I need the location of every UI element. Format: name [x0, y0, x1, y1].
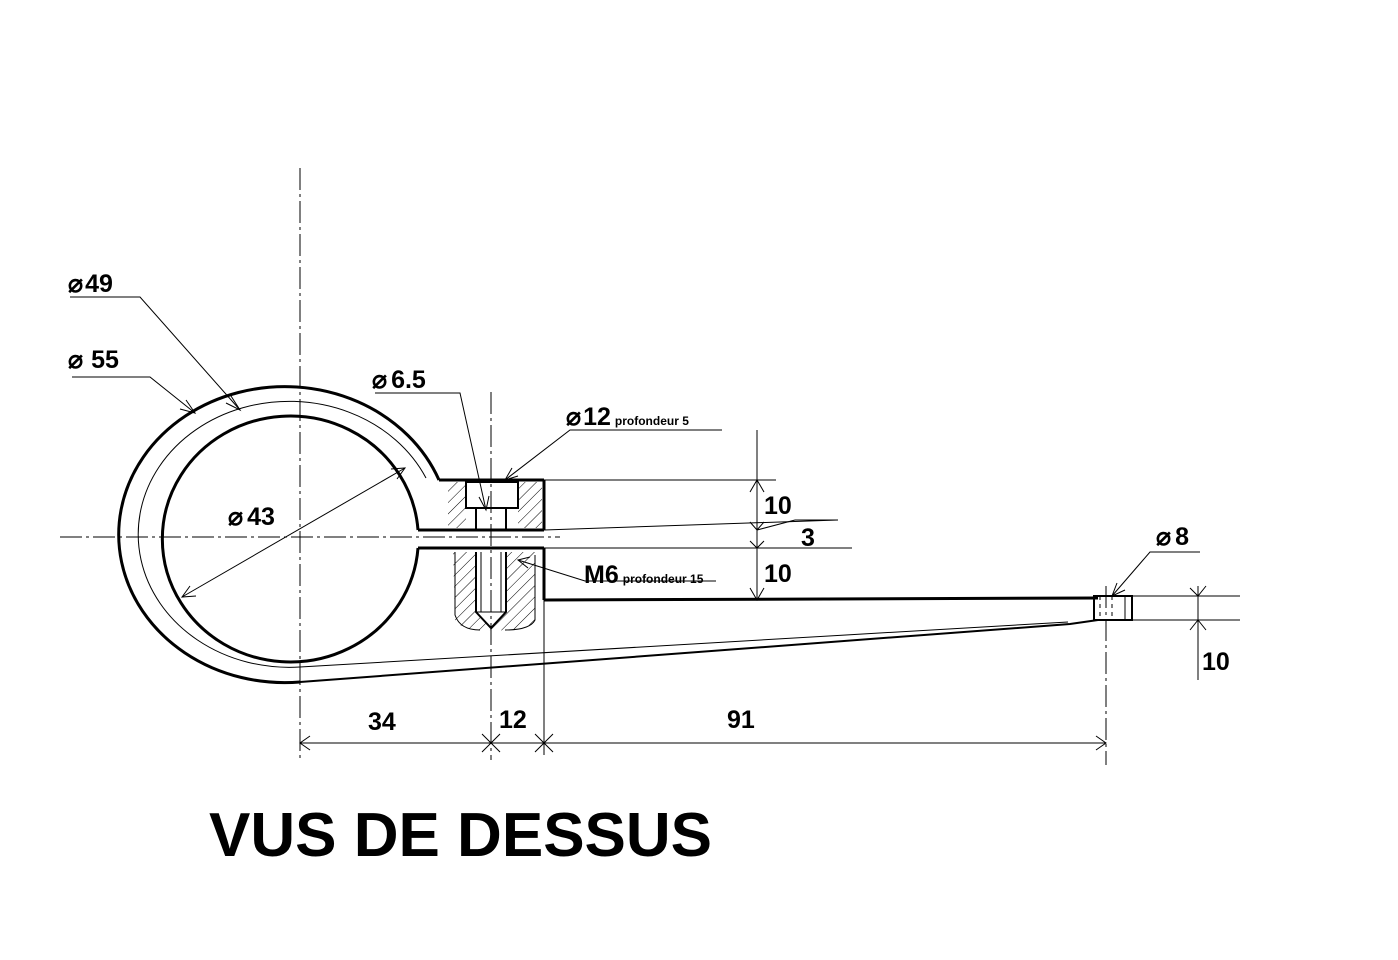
label-diameter-8: ⌀8 [1156, 523, 1189, 551]
drawing-title: VUS DE DESSUS [209, 801, 712, 870]
label-dim-3: 3 [801, 524, 815, 552]
label-diameter-6-5: ⌀6.5 [372, 366, 426, 394]
horizontal-dimensions [299, 600, 1107, 755]
lower-clamp-block [453, 548, 546, 631]
leader-lines [70, 296, 1200, 598]
split-gap [418, 528, 544, 550]
label-diameter-49: ⌀49 [68, 270, 113, 298]
label-dim-12: 12 [499, 706, 527, 734]
label-dim-34: 34 [368, 708, 396, 736]
upper-clamp-block [439, 478, 546, 530]
label-diameter-43: ⌀43 [228, 503, 275, 531]
clamp-ring [117, 385, 441, 685]
center-lines [60, 168, 1107, 765]
arm [299, 595, 1133, 683]
label-dim-91: 91 [727, 706, 755, 734]
label-dim-10-right: 10 [1202, 648, 1230, 676]
vertical-dimensions [543, 430, 1240, 680]
label-dim-10-mid: 10 [764, 560, 792, 588]
label-diameter-55: ⌀55 [68, 346, 119, 374]
label-dim-10-top: 10 [764, 492, 792, 520]
